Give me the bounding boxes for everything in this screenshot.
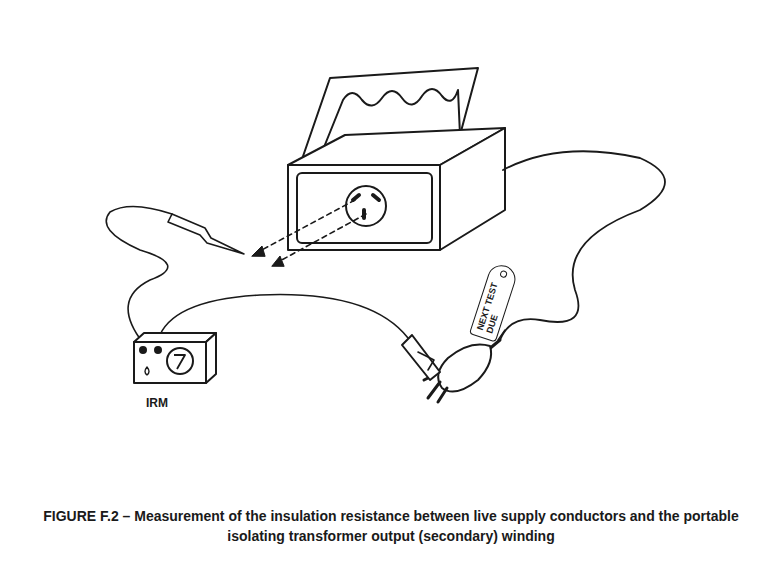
insulation-resistance-meter: IRM: [128, 330, 220, 420]
test-probe: [168, 214, 244, 254]
tag-text: NEXT TEST DUE: [475, 277, 511, 335]
output-socket: [346, 186, 386, 226]
clip-jaw: [418, 352, 434, 370]
plug-body: [438, 345, 491, 392]
probe-lead: [106, 206, 172, 343]
supply-cord: [500, 151, 665, 340]
test-point-arrows: [258, 200, 366, 262]
arrowheads: [252, 246, 284, 266]
transformer-side: [440, 128, 505, 250]
test-tag: NEXT TEST DUE: [469, 262, 519, 343]
front-panel: [297, 173, 432, 243]
figure-caption: FIGURE F.2 – Measurement of the insulati…: [24, 506, 758, 546]
meter-body: [128, 330, 220, 388]
tag-eyelet: [499, 270, 508, 279]
transformer-front: [288, 165, 440, 250]
instrument-label: IRM: [146, 396, 168, 410]
alligator-clip: [402, 335, 440, 380]
